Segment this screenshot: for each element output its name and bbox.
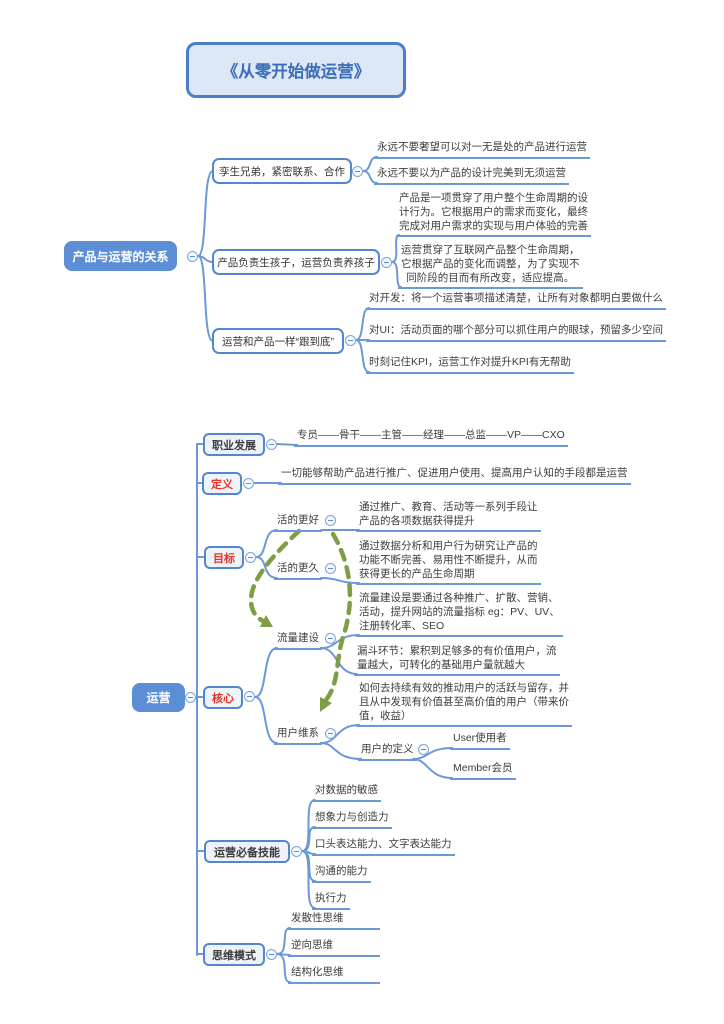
leaf-kpi[interactable]: 时刻记住KPI，运营工作对提升KPI有无帮助	[366, 355, 574, 374]
collapse-icon[interactable]	[243, 478, 254, 489]
leaf-live-longer-text[interactable]: 通过数据分析和用户行为研究让产品的 功能不断完善、易用性不断提升，从而 获得更长…	[356, 539, 541, 585]
collapse-icon[interactable]	[345, 335, 356, 346]
leaf-career-path[interactable]: 专员——骨干——主管——经理——总监——VP——CXO	[294, 428, 568, 447]
node-career[interactable]: 职业发展	[203, 433, 265, 456]
collapse-icon[interactable]	[185, 692, 196, 703]
collapse-icon[interactable]	[325, 515, 336, 526]
leaf-funnel[interactable]: 漏斗环节：累积到足够多的有价值用户，流 量越大，可转化的基础用户量就越大	[354, 644, 560, 676]
leaf-divergent-thinking[interactable]: 发散性思维	[288, 911, 380, 930]
leaf-never-assume[interactable]: 永远不要以为产品的设计完美到无须运营	[374, 166, 569, 185]
leaf-skill-communication[interactable]: 沟通的能力	[312, 864, 371, 883]
leaf-skill-data[interactable]: 对数据的敏感	[312, 783, 381, 802]
leaf-retention-text[interactable]: 如何去持续有效的推动用户的活跃与留存，并 且从中发现有价值甚至高价值的用户（带来…	[356, 681, 572, 727]
leaf-skill-expression[interactable]: 口头表达能力、文字表达能力	[312, 837, 455, 856]
leaf-definition-text[interactable]: 一切能够帮助产品进行推广、促进用户使用、提高用户认知的手段都是运营	[278, 466, 631, 485]
collapse-icon[interactable]	[325, 728, 336, 739]
node-retention[interactable]: 用户维系	[274, 726, 322, 745]
node-mindset[interactable]: 思维模式	[203, 943, 265, 966]
node-born-raise[interactable]: 产品负责生孩子，运营负责养孩子	[212, 249, 380, 275]
node-live-longer[interactable]: 活的更久	[274, 561, 322, 580]
map-title[interactable]: 《从零开始做运营》	[186, 42, 406, 98]
collapse-icon[interactable]	[418, 744, 429, 755]
leaf-product-lifecycle[interactable]: 产品是一项贯穿了用户整个生命周期的设 计行为。它根据用户的需求而变化，最终 完成…	[396, 191, 591, 237]
leaf-structured-thinking[interactable]: 结构化思维	[288, 965, 380, 984]
collapse-icon[interactable]	[381, 257, 392, 268]
node-goal[interactable]: 目标	[204, 546, 244, 569]
leaf-never-hope[interactable]: 永远不要奢望可以对一无是处的产品进行运营	[374, 140, 590, 159]
collapse-icon[interactable]	[187, 251, 198, 262]
collapse-icon[interactable]	[266, 949, 277, 960]
collapse-icon[interactable]	[266, 439, 277, 450]
collapse-icon[interactable]	[352, 166, 363, 177]
node-live-better[interactable]: 活的更好	[274, 513, 322, 532]
leaf-skill-imagination[interactable]: 想象力与创造力	[312, 810, 392, 829]
node-traffic[interactable]: 流量建设	[274, 631, 322, 650]
collapse-icon[interactable]	[245, 552, 256, 563]
leaf-user[interactable]: User使用者	[450, 731, 510, 750]
leaf-live-better-text[interactable]: 通过推广、教育、活动等一系列手段让 产品的各项数据获得提升	[356, 500, 541, 532]
node-core[interactable]: 核心	[203, 686, 243, 709]
leaf-skill-execution[interactable]: 执行力	[312, 891, 350, 910]
node-twins[interactable]: 孪生兄弟，紧密联系、合作	[212, 158, 352, 184]
node-definition[interactable]: 定义	[202, 472, 242, 495]
relation-arrow-traffic	[248, 528, 302, 627]
leaf-member[interactable]: Member会员	[450, 761, 516, 780]
leaf-operation-lifecycle[interactable]: 运营贯穿了互联网产品整个生命周期， 它根据产品的变化而调整，为了实现不 同阶段的…	[398, 243, 583, 289]
node-user-definition[interactable]: 用户的定义	[358, 742, 417, 761]
node-relationship-root[interactable]: 产品与运营的关系	[64, 241, 177, 271]
relation-arrow-retention	[320, 531, 353, 712]
leaf-to-ui[interactable]: 对UI：活动页面的哪个部分可以抓住用户的眼球，预留多少空间	[366, 323, 666, 342]
node-operations-root[interactable]: 运营	[132, 683, 185, 712]
leaf-reverse-thinking[interactable]: 逆向思维	[288, 938, 380, 957]
leaf-to-dev[interactable]: 对开发：将一个运营事项描述清楚，让所有对象都明白要做什么	[366, 291, 666, 310]
node-follow-through[interactable]: 运营和产品一样“跟到底”	[212, 328, 344, 354]
collapse-icon[interactable]	[291, 846, 302, 857]
collapse-icon[interactable]	[325, 563, 336, 574]
leaf-traffic-build[interactable]: 流量建设是要通过各种推广、扩散、营销、 活动，提升网站的流量指标 eg：PV、U…	[356, 591, 563, 637]
collapse-icon[interactable]	[325, 633, 336, 644]
node-skills[interactable]: 运营必备技能	[204, 840, 290, 863]
collapse-icon[interactable]	[244, 691, 255, 702]
